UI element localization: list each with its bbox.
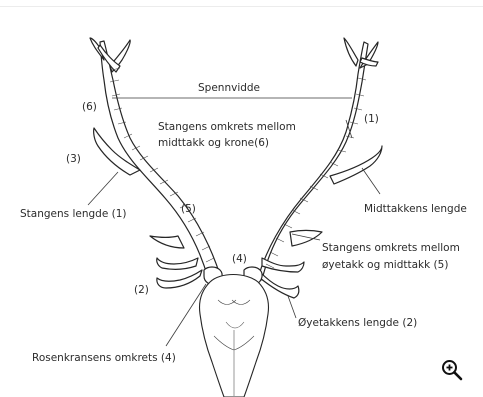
marker-3: (3) — [66, 153, 81, 165]
label-midttakkens-lengde: Midttakkens lengde — [364, 203, 467, 215]
label-stangens-omkrets-krone-2: midttakk og krone(6) — [158, 137, 269, 149]
label-stangens-omkrets-oyetakk-1: Stangens omkrets mellom — [322, 242, 460, 254]
marker-4: (4) — [232, 253, 247, 265]
midttakkens-lengde-leader — [362, 168, 380, 194]
label-oyetakkens-lengde: Øyetakkens lengde (2) — [298, 317, 417, 329]
label-rosenkransens-omkrets: Rosenkransens omkrets (4) — [32, 352, 176, 364]
marker-1: (1) — [364, 113, 379, 125]
marker-6: (6) — [82, 101, 97, 113]
zoom-in-button[interactable] — [440, 358, 464, 382]
marker-2: (2) — [134, 284, 149, 296]
oyetakkens-lengde-leader — [288, 296, 296, 318]
label-spennvidde: Spennvidde — [198, 82, 260, 94]
label-stangens-omkrets-oyetakk-2: øyetakk og midttakk (5) — [322, 259, 448, 271]
skull — [199, 275, 268, 397]
zoom-in-icon[interactable] — [440, 358, 464, 382]
stangens-lengde-leader — [88, 172, 118, 205]
left-antler — [90, 38, 222, 288]
label-stangens-omkrets-krone-1: Stangens omkrets mellom — [158, 121, 296, 133]
label-stangens-lengde: Stangens lengde (1) — [20, 208, 127, 220]
marker-5: (5) — [181, 203, 196, 215]
